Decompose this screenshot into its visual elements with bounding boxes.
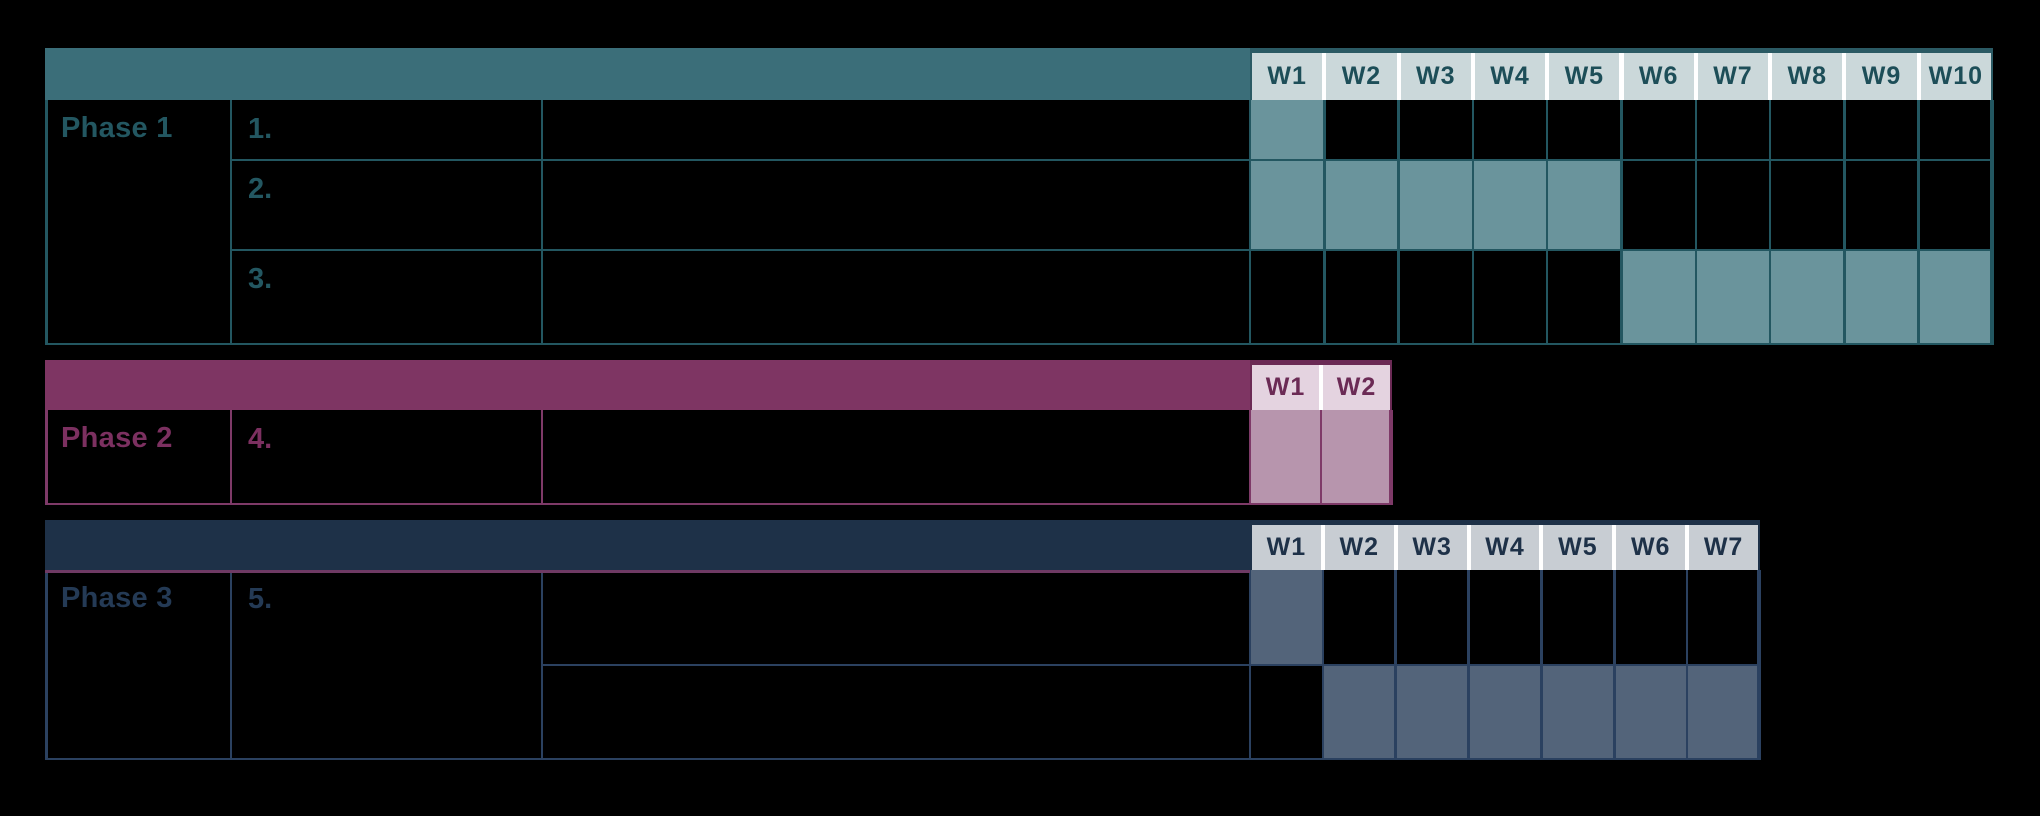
border-bottom — [45, 757, 1760, 760]
week-header-label: W7 — [1703, 533, 1744, 561]
task-number: 5. — [248, 583, 273, 615]
grid-vline — [1248, 410, 1252, 505]
week-header-label: W10 — [1928, 62, 1984, 90]
border-left — [45, 410, 48, 505]
week-header-cell-W4: W4 — [1474, 53, 1546, 100]
week-header-label: W3 — [1415, 62, 1456, 90]
week-header-label: W5 — [1564, 62, 1605, 90]
grid-vline — [229, 570, 233, 760]
week-header-label: W2 — [1339, 533, 1380, 561]
week-header-cell-W2: W2 — [1323, 365, 1390, 410]
week-header-cell-W3: W3 — [1400, 53, 1471, 100]
week-header-cell-W10: W10 — [1920, 53, 1991, 100]
task-number: 2. — [248, 173, 273, 205]
grid-vline — [1323, 100, 1326, 345]
border-left — [45, 570, 48, 760]
week-header-label: W4 — [1485, 533, 1525, 561]
grid-vline — [1843, 100, 1846, 345]
week-header-label: W4 — [1490, 62, 1530, 90]
week-header-cell-W6: W6 — [1616, 525, 1686, 570]
grid-hline — [231, 248, 1993, 252]
border-bottom — [45, 502, 1392, 505]
phase-label: Phase 1 — [61, 112, 173, 144]
body-top-line — [45, 570, 1250, 573]
grid-vline — [229, 100, 233, 345]
grid-vline — [1390, 410, 1394, 505]
grid-vline — [1545, 100, 1549, 345]
phase-label: Phase 2 — [61, 422, 173, 454]
task-number: 1. — [248, 113, 273, 145]
week-header-cell-W2: W2 — [1326, 53, 1397, 100]
week-header-cell-W5: W5 — [1543, 525, 1613, 570]
week-header-label: W2 — [1341, 62, 1382, 90]
week-header-cell-W1: W1 — [1252, 525, 1321, 570]
week-header-cell-W7: W7 — [1689, 525, 1758, 570]
border-right — [1990, 100, 1993, 345]
week-header-cell-W1: W1 — [1252, 53, 1323, 100]
week-header-label: W2 — [1336, 373, 1377, 401]
week-header-cell-W4: W4 — [1470, 525, 1540, 570]
grid-vline — [1991, 100, 1995, 345]
grid-vline — [1248, 100, 1252, 345]
border-bottom — [45, 342, 1993, 345]
week-header-label: W9 — [1861, 62, 1902, 90]
grid-hline — [542, 663, 1760, 667]
task-number: 4. — [248, 423, 273, 455]
week-header-label: W1 — [1265, 373, 1306, 401]
task-bar-row-1 — [1250, 100, 1325, 160]
border-left — [45, 100, 48, 345]
grid-vline — [1758, 570, 1762, 760]
grid-vline — [1694, 100, 1698, 345]
grid-vline — [1620, 100, 1623, 345]
grid-vline — [1917, 100, 1920, 345]
week-header-cell-W9: W9 — [1846, 53, 1917, 100]
task-bar-row-2 — [1250, 160, 1622, 250]
phase-header-bar — [45, 360, 1392, 410]
week-header-label: W1 — [1267, 62, 1307, 90]
week-header-cell-W5: W5 — [1549, 53, 1620, 100]
week-header-cell-W7: W7 — [1697, 53, 1769, 100]
week-header-cell-W2: W2 — [1324, 525, 1394, 570]
week-header-cell-W8: W8 — [1772, 53, 1843, 100]
grid-vline — [229, 410, 233, 505]
task-number: 3. — [248, 263, 273, 295]
week-header-cell-W3: W3 — [1397, 525, 1467, 570]
week-header-label: W7 — [1713, 62, 1753, 90]
week-header-label: W6 — [1638, 62, 1679, 90]
grid-vline — [1471, 100, 1475, 345]
grid-vline — [1397, 100, 1400, 345]
week-header-cell-W6: W6 — [1623, 53, 1694, 100]
week-header-label: W8 — [1787, 62, 1827, 90]
phase-label: Phase 3 — [61, 582, 173, 614]
week-header-cell-W1: W1 — [1252, 365, 1319, 410]
task-bar-row-3 — [1621, 250, 1993, 345]
week-header-label: W1 — [1266, 533, 1307, 561]
grid-vline — [540, 410, 544, 505]
week-header-label: W5 — [1558, 533, 1598, 561]
task-bar-row-1 — [1250, 570, 1323, 665]
grid-hline — [231, 158, 1993, 162]
grid-vline — [1319, 410, 1323, 505]
week-header-label: W6 — [1630, 533, 1671, 561]
week-header-label: W3 — [1412, 533, 1452, 561]
grid-vline — [540, 100, 544, 345]
grid-vline — [1768, 100, 1772, 345]
border-right — [1389, 410, 1392, 505]
